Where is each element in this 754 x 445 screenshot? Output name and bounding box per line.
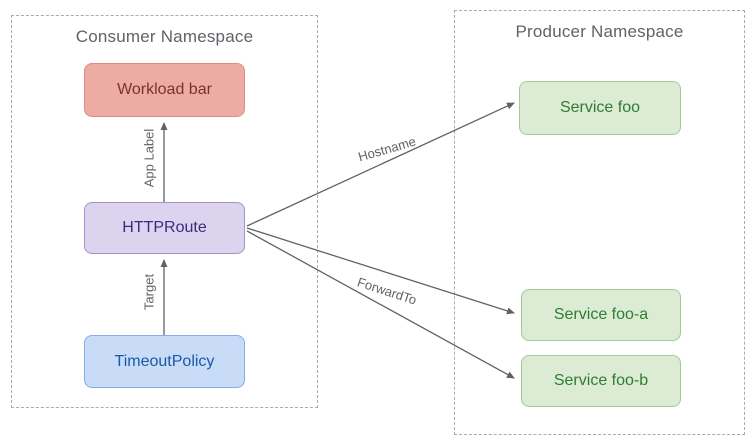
- node-httproute: HTTPRoute: [84, 202, 245, 254]
- node-service-foo-label: Service foo: [559, 99, 641, 116]
- producer-namespace-title: Producer Namespace: [515, 22, 684, 41]
- edge-hostname-line: [246, 102, 515, 227]
- node-service-foo: Service foo: [519, 81, 681, 135]
- producer-namespace-box: Producer Namespace: [454, 10, 745, 435]
- consumer-namespace-title: Consumer Namespace: [75, 27, 254, 46]
- edge-label-target: Target: [141, 273, 157, 311]
- node-httproute-label: HTTPRoute: [122, 219, 207, 236]
- node-workload-bar: Workload bar: [84, 63, 245, 117]
- node-timeoutpolicy: TimeoutPolicy: [84, 335, 245, 388]
- edge-forwardto-line-b: [246, 230, 515, 379]
- edge-forwardto-line-a: [246, 227, 515, 315]
- node-service-foo-b: Service foo-b: [521, 355, 681, 407]
- node-service-foo-b-label: Service foo-b: [553, 372, 649, 389]
- node-service-foo-a-label: Service foo-a: [553, 306, 649, 323]
- consumer-namespace-box: Consumer Namespace: [11, 15, 318, 408]
- node-timeoutpolicy-label: TimeoutPolicy: [114, 352, 215, 370]
- edge-label-app-label: App Label: [141, 128, 157, 188]
- node-workload-bar-label: Workload bar: [117, 81, 212, 98]
- node-service-foo-a: Service foo-a: [521, 289, 681, 341]
